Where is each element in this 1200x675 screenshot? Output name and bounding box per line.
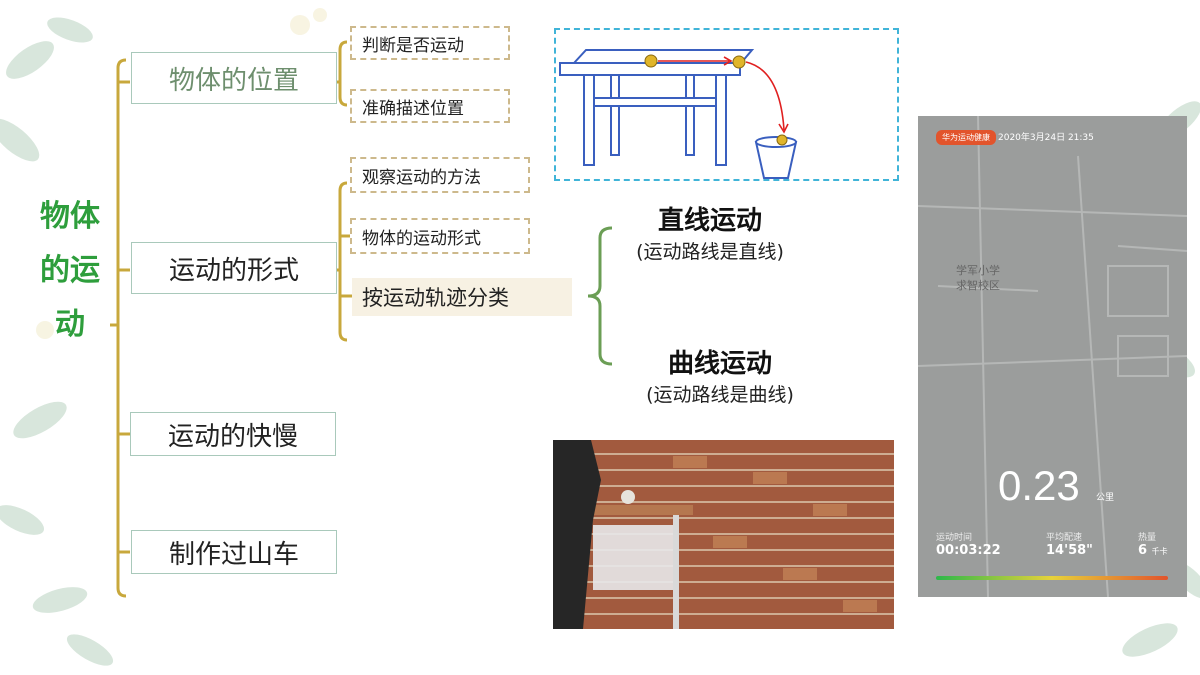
table-leg-front-right: [715, 74, 727, 166]
brick-wall-photo: [553, 440, 894, 629]
bucket-rim: [755, 136, 797, 148]
phone-datetime: 2020年3月24日 21:35: [998, 133, 1094, 143]
stat-calorie-value: 6 千卡: [1138, 543, 1168, 558]
branch-motion-form[interactable]: 运动的形式: [131, 242, 337, 294]
ball-edge: [732, 55, 746, 69]
branch-position-label: 物体的位置: [168, 65, 299, 96]
phone-sports-app-screenshot: 华为运动健康 2020年3月24日 21:35 学军小学 求智校区 0.23 公…: [918, 116, 1187, 597]
node-describe-position-label: 准确描述位置: [362, 98, 464, 119]
straight-motion-node: 直线运动 (运动路线是直线): [600, 200, 820, 264]
node-judge-motion[interactable]: 判断是否运动: [350, 26, 510, 60]
photo-person: [553, 440, 601, 629]
node-observe-method[interactable]: 观察运动的方法: [350, 157, 530, 193]
stat-calorie-unit: 千卡: [1151, 547, 1168, 556]
phone-map-art: [918, 116, 1187, 597]
stat-calorie-label: 热量: [1138, 533, 1157, 543]
node-describe-position[interactable]: 准确描述位置: [350, 89, 510, 123]
ball-in-bucket: [776, 134, 788, 146]
photo-chair: [593, 525, 673, 590]
table-leg-back-right: [685, 74, 695, 156]
root-label: 物体的运动: [40, 199, 100, 342]
table-crossbar: [593, 97, 717, 107]
table-leg-back-left: [610, 74, 620, 156]
branch-position[interactable]: 物体的位置: [131, 52, 337, 104]
photo-table-top: [583, 505, 693, 515]
table-leg-front-left: [583, 74, 595, 166]
curve-motion-title: 曲线运动: [667, 349, 772, 379]
branch-roller-coaster[interactable]: 制作过山车: [131, 530, 337, 574]
curve-motion-node: 曲线运动 (运动路线是曲线): [610, 343, 830, 407]
straight-motion-title: 直线运动: [657, 206, 762, 236]
branch-roller-coaster-label: 制作过山车: [168, 539, 299, 570]
curve-motion-desc: (运动路线是曲线): [646, 384, 794, 406]
ball-start: [644, 54, 658, 68]
stat-pace-label: 平均配速: [1046, 533, 1083, 543]
brick-wall-photo-art: [553, 440, 894, 629]
stat-time-label: 运动时间: [936, 533, 973, 543]
map-label-campus: 求智校区: [956, 279, 1000, 292]
stat-time-value: 00:03:22: [936, 543, 1001, 558]
table-ball-drawing: [559, 49, 798, 179]
branch-motion-speed-label: 运动的快慢: [167, 421, 298, 452]
branch-motion-speed[interactable]: 运动的快慢: [130, 412, 336, 456]
table-ball-illustration: [554, 28, 899, 181]
distance-value: 0.23: [998, 462, 1080, 509]
map-label-school: 学军小学: [956, 264, 1000, 277]
stat-pace-value: 14'58": [1046, 543, 1093, 558]
node-classify-by-trajectory-label: 按运动轨迹分类: [362, 286, 509, 310]
app-badge: 华为运动健康: [936, 130, 996, 145]
straight-path-arrowhead: [723, 56, 733, 66]
node-judge-motion-label: 判断是否运动: [362, 35, 464, 56]
photo-ball: [621, 490, 635, 504]
curve-path-arrowhead: [778, 123, 789, 134]
distance-unit: 公里: [1096, 493, 1115, 503]
branch-motion-form-label: 运动的形式: [168, 255, 299, 286]
node-motion-forms-label: 物体的运动形式: [362, 228, 481, 249]
straight-motion-desc: (运动路线是直线): [636, 241, 784, 263]
stat-calorie-number: 6: [1138, 543, 1148, 558]
root-node: 物体的运动: [30, 190, 110, 352]
node-motion-forms[interactable]: 物体的运动形式: [350, 218, 530, 254]
node-classify-by-trajectory[interactable]: 按运动轨迹分类: [352, 278, 572, 316]
pace-gradient-bar: [936, 576, 1168, 580]
curve-path-arrow: [745, 61, 785, 131]
node-observe-method-label: 观察运动的方法: [362, 167, 481, 188]
